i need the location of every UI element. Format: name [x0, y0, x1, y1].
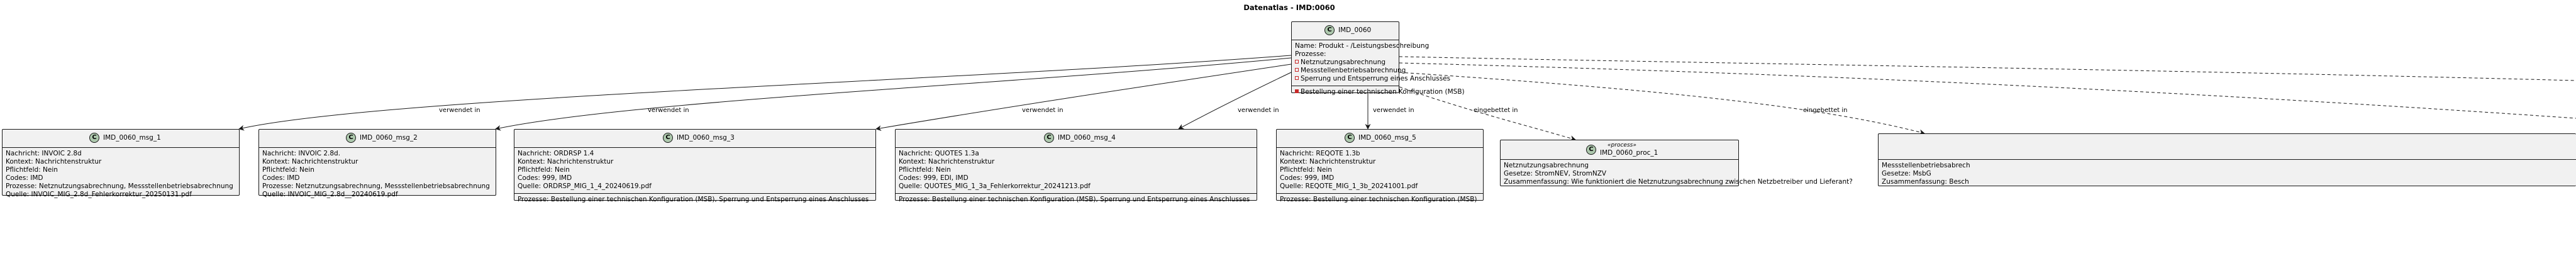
class-name: IMD_0060_msg_5	[1358, 134, 1416, 142]
class-stereotype: «process»	[1607, 142, 1636, 148]
edge-used-in-msg-2	[495, 57, 1292, 131]
class-header: C IMD_0060_msg_4	[896, 130, 1257, 148]
edge-label-used-in-3: verwendet in	[1022, 107, 1063, 114]
class-name: IMD_0060_proc_1	[1600, 149, 1658, 157]
edge-label-embedded-in-2: eingebettet in	[1803, 107, 1848, 114]
class-msg-5[interactable]: C IMD_0060_msg_5 Nachricht: REQOTE 1.3b …	[1276, 129, 1484, 203]
private-field-icon	[1295, 68, 1299, 72]
class-msg-3[interactable]: C IMD_0060_msg_3 Nachricht: ORDRSP 1.4 K…	[514, 129, 876, 203]
edge-used-in-msg-3	[875, 64, 1292, 132]
private-method-icon	[1295, 89, 1299, 93]
class-attributes: Messstellenbetriebsabrech Gesetze: MsbG …	[1882, 162, 1970, 186]
class-attributes: Name: Produkt - /Leistungsbeschreibung P…	[1292, 40, 1450, 86]
attr-processes-label: Prozesse:	[1295, 50, 1326, 58]
class-methods: Prozesse: Bestellung einer technischen K…	[896, 193, 1257, 206]
class-header	[1879, 134, 2576, 160]
class-imd-0060[interactable]: C IMD_0060 Name: Produkt - /Leistungsbes…	[1291, 21, 1465, 96]
class-name: IMD_0060	[1338, 26, 1372, 34]
class-attributes: Nachricht: REQOTE 1.3b Kontext: Nachrich…	[1280, 150, 1418, 190]
class-attributes: Netznutzungsabrechnung Gesetze: StromNEV…	[1504, 162, 1853, 186]
class-methods: Prozesse: Bestellung einer technischen K…	[514, 193, 875, 206]
attr-process-item: Netznutzungsabrechnung	[1295, 59, 1396, 67]
class-proc-1[interactable]: «process» C IMD_0060_proc_1 Netznutzungs…	[1500, 140, 1853, 186]
private-field-icon	[1295, 60, 1299, 64]
class-header: C IMD_0060_msg_5	[1277, 130, 1483, 148]
class-methods: Bestellung einer technischen Konfigurati…	[1292, 86, 1465, 99]
attr-process-item: Messstellenbetriebsabrechnung	[1295, 67, 1406, 75]
class-c-icon: C	[1586, 145, 1596, 155]
attr-process-item: Sperrung und Entsperrung eines Anschluss…	[1295, 75, 1450, 83]
edge-label-used-in-1: verwendet in	[439, 107, 480, 114]
class-name: IMD_0060_msg_1	[103, 134, 161, 142]
class-header: C IMD_0060_msg_1	[3, 130, 239, 148]
class-header: C IMD_0060_msg_2	[259, 130, 496, 148]
class-c-icon: C	[663, 133, 673, 143]
class-methods: Prozesse: Bestellung einer technischen K…	[1277, 193, 1483, 206]
private-field-icon	[1295, 76, 1299, 80]
edge-used-in-msg-1	[238, 55, 1292, 131]
class-attributes: Nachricht: INVOIC 2.8d. Kontext: Nachric…	[262, 150, 490, 198]
edge-used-in-msg-4	[1178, 72, 1292, 130]
class-proc-2[interactable]: Messstellenbetriebsabrech Gesetze: MsbG …	[1878, 133, 2576, 186]
edge-embedded-in-proc-2	[1399, 72, 1925, 135]
edge-label-used-in-5: verwendet in	[1373, 107, 1414, 114]
class-attributes: Nachricht: QUOTES 1.3a Kontext: Nachrich…	[899, 150, 1091, 190]
diagram-title: Datenatlas - IMD:0060	[1243, 3, 1335, 12]
class-msg-1[interactable]: C IMD_0060_msg_1 Nachricht: INVOIC 2.8d …	[2, 129, 240, 198]
edge-label-embedded-in-1: eingebettet in	[1474, 107, 1518, 114]
class-header: C IMD_0060_msg_3	[514, 130, 875, 148]
edge-embedded-in-offscreen-b	[1399, 62, 2576, 119]
edge-embedded-in-offscreen-a	[1399, 56, 2576, 81]
class-name: IMD_0060_msg_4	[1058, 134, 1116, 142]
class-attributes: Nachricht: INVOIC 2.8d Kontext: Nachrich…	[6, 150, 233, 198]
class-c-icon: C	[1345, 133, 1355, 143]
class-c-icon: C	[1044, 133, 1054, 143]
attr-name: Name: Produkt - /Leistungsbeschreibung	[1295, 42, 1430, 50]
class-c-icon: C	[346, 133, 356, 143]
edge-label-used-in-4: verwendet in	[1238, 107, 1279, 114]
class-c-icon: C	[1324, 25, 1335, 35]
class-name: IMD_0060_msg_3	[677, 134, 735, 142]
class-msg-2[interactable]: C IMD_0060_msg_2 Nachricht: INVOIC 2.8d.…	[258, 129, 496, 198]
class-attributes: Nachricht: ORDRSP 1.4 Kontext: Nachricht…	[518, 150, 652, 190]
class-name: IMD_0060_msg_2	[360, 134, 418, 142]
method-item: Bestellung einer technischen Konfigurati…	[1301, 88, 1465, 96]
class-msg-4[interactable]: C IMD_0060_msg_4 Nachricht: QUOTES 1.3a …	[895, 129, 1257, 203]
class-header: C IMD_0060	[1292, 22, 1399, 40]
edge-label-used-in-2: verwendet in	[648, 107, 689, 114]
class-c-icon: C	[89, 133, 99, 143]
class-header: «process» C IMD_0060_proc_1	[1501, 140, 1738, 160]
